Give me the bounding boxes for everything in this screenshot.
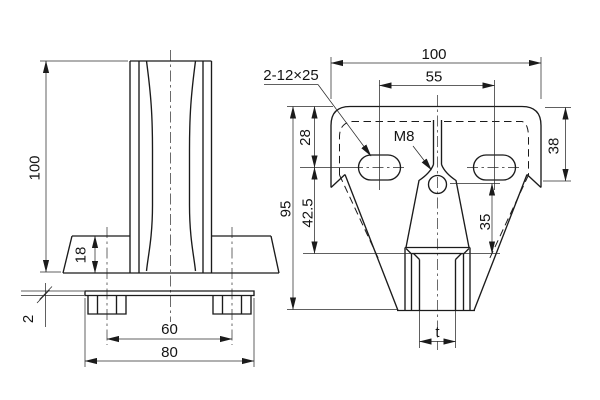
hidden-top-left: [339, 121, 431, 175]
dim-front-slot-top: 28: [297, 129, 314, 146]
channel-chamfers: [405, 248, 470, 260]
tongue-left-curve: [405, 164, 435, 248]
side-view-outline: [62, 60, 280, 315]
pad-left-foot-ribs: [96, 295, 118, 314]
label-glass-thickness: t: [435, 324, 440, 341]
channel-inner-walls: [418, 259, 457, 311]
thread-leader: [412, 145, 432, 171]
dim-side-pad-width: 80: [161, 344, 178, 361]
tongue-right-curve: [440, 164, 470, 248]
front-view: 2-12×25 100 55 38 28 95 42.5 35 M8 t: [263, 46, 571, 350]
base-left-slant: [62, 235, 73, 274]
pad-thickness-slashes: [36, 286, 53, 304]
body-right-ear: [526, 174, 542, 188]
dim-front-slot-spacing: 55: [426, 69, 443, 86]
body-left-ear: [330, 174, 346, 188]
body-top-edge: [330, 105, 542, 126]
dim-front-height: 95: [277, 201, 294, 218]
front-view-dimensions: 2-12×25 100 55 38 28 95 42.5 35 M8 t: [263, 46, 571, 348]
base-right-slant: [270, 235, 280, 274]
dim-front-flange-height: 38: [545, 138, 562, 155]
side-view-centerlines: [106, 50, 233, 345]
dim-side-foot-spacing: 60: [161, 321, 178, 338]
label-thread: M8: [394, 128, 415, 145]
hidden-top-right: [444, 121, 529, 175]
pad-right-foot: [212, 295, 252, 315]
pad-plate: [84, 290, 255, 297]
side-view: 100 18 2 60 80: [20, 50, 280, 367]
body-left-leg: [344, 174, 399, 311]
thread-hole: [427, 174, 448, 195]
front-view-outline: [330, 105, 542, 312]
dim-front-width: 100: [421, 46, 446, 63]
pad-left-foot: [87, 295, 127, 315]
dim-side-height: 100: [26, 155, 43, 180]
channel-seat: [410, 252, 465, 311]
dim-front-slot-seat: 42.5: [299, 198, 316, 227]
body-right-leg: [473, 174, 528, 311]
hidden-left-slant: [339, 174, 381, 263]
slots-note-leader: [317, 84, 372, 157]
post-right-curve: [188, 60, 197, 272]
pad-right-foot-ribs: [221, 295, 243, 314]
channel-outer: [404, 246, 471, 311]
dim-front-hole-seat: 35: [477, 214, 494, 231]
front-view-centerlines: [352, 95, 522, 350]
side-view-dimensions: 100 18 2 60 80: [20, 60, 255, 367]
dim-side-pad-thickness: 2: [20, 315, 37, 323]
center-slit: [432, 120, 443, 165]
dim-side-base-height: 18: [72, 247, 89, 264]
post-left-curve: [145, 60, 154, 272]
label-slots-note: 2-12×25: [263, 67, 318, 84]
